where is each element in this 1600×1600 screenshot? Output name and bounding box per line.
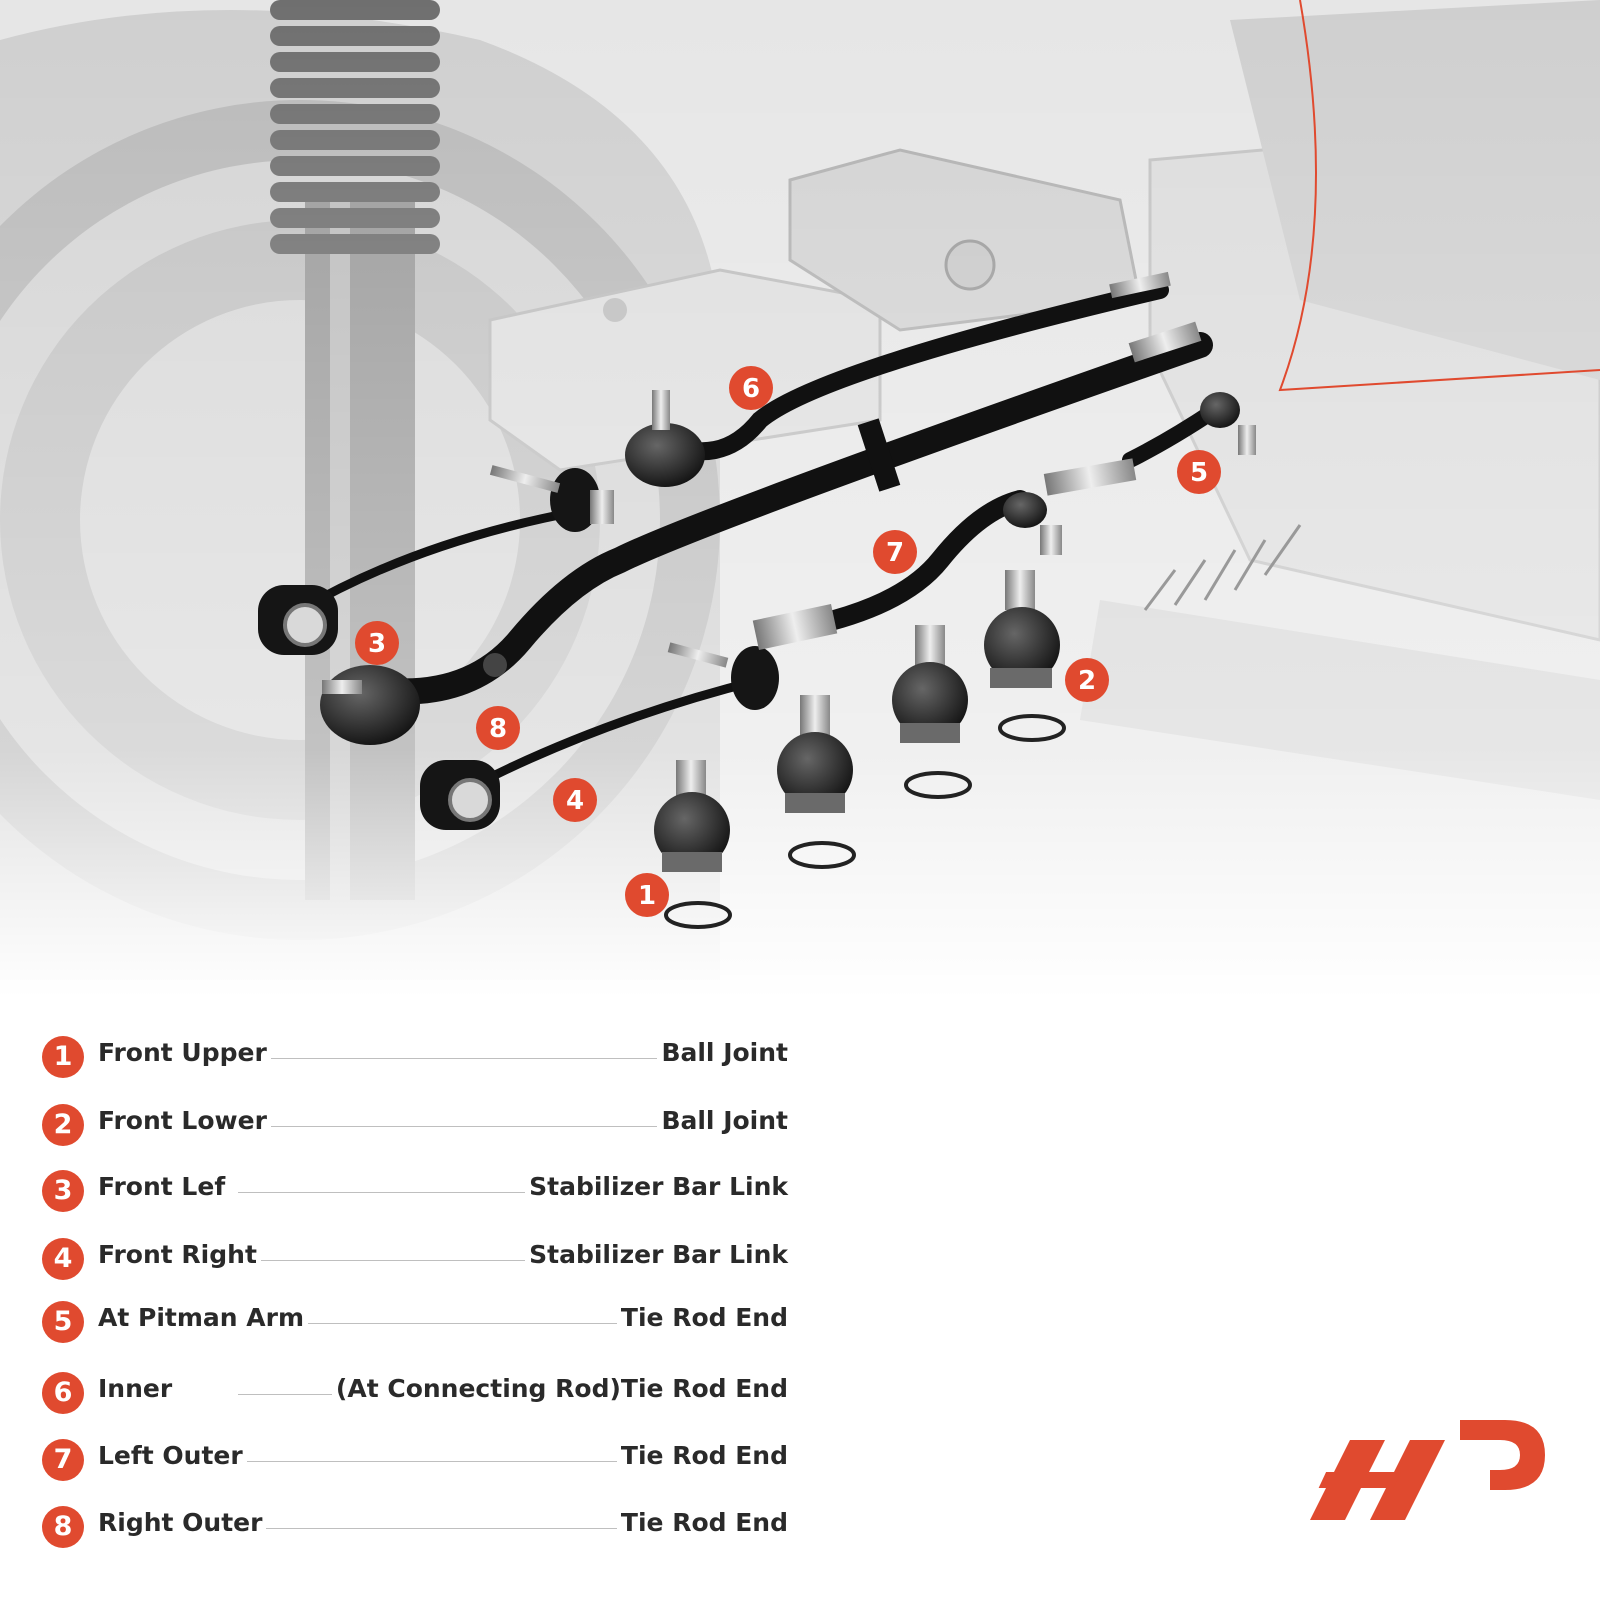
item-number-badge: 7 [42,1439,84,1481]
parts-illustration [258,271,1302,929]
callout-3-label: 3 [368,629,386,659]
part-position: Front Upper [98,1038,271,1067]
part-position: Left Outer [98,1441,247,1470]
callout-4: 4 [553,778,597,822]
callout-1: 1 [625,873,669,917]
item-number-badge: 3 [42,1170,84,1212]
part-type: Stabilizer Bar Link [525,1172,788,1201]
callout-7-label: 7 [886,538,904,568]
item-number-badge: 4 [42,1238,84,1280]
callout-1-label: 1 [638,881,656,911]
callout-2: 2 [1065,658,1109,702]
leader-line [238,1260,668,1261]
list-item: 1 Front Upper Ball Joint [38,1036,788,1080]
part-position: At Pitman Arm [98,1303,308,1332]
callout-8-label: 8 [489,714,507,744]
part-type: Tie Rod End [616,1508,788,1537]
leader-line [238,1528,668,1529]
list-item: 2 Front Lower Ball Joint [38,1104,788,1148]
ap-logo-icon [1310,1420,1545,1520]
part-type: Ball Joint [657,1106,788,1135]
callout-6-label: 6 [742,374,760,404]
callout-7: 7 [873,530,917,574]
list-item: 7 Left Outer Tie Rod End [38,1439,788,1483]
list-item: 3 Front Lef Stabilizer Bar Link [38,1170,788,1214]
item-number-badge: 5 [42,1301,84,1343]
leader-line [238,1126,668,1127]
item-number-badge: 2 [42,1104,84,1146]
callout-3: 3 [355,621,399,665]
callout-2-label: 2 [1078,666,1096,696]
item-number-badge: 1 [42,1036,84,1078]
accent-arc [1278,0,1600,392]
leader-line [238,1461,668,1462]
callout-5-label: 5 [1190,458,1208,488]
list-item: 6 Inner (At Connecting Rod)Tie Rod End [38,1372,788,1416]
callout-6: 6 [729,366,773,410]
leader-line [238,1323,668,1324]
part-position: Front Lower [98,1106,271,1135]
part-position: Right Outer [98,1508,267,1537]
part-type: Tie Rod End [616,1441,788,1470]
part-type: Ball Joint [657,1038,788,1067]
callout-5: 5 [1177,450,1221,494]
part-type: Tie Rod End [616,1303,788,1332]
part-position: Inner [98,1374,177,1403]
callout-4-label: 4 [566,786,584,816]
leader-line [238,1058,668,1059]
list-item: 5 At Pitman Arm Tie Rod End [38,1301,788,1345]
callout-8: 8 [476,706,520,750]
leader-line [238,1192,668,1193]
list-item: 4 Front Right Stabilizer Bar Link [38,1238,788,1282]
list-item: 8 Right Outer Tie Rod End [38,1506,788,1550]
part-position: Front Right [98,1240,261,1269]
item-number-badge: 6 [42,1372,84,1414]
part-position: Front Lef [98,1172,230,1201]
item-number-badge: 8 [42,1506,84,1548]
part-type: (At Connecting Rod)Tie Rod End [331,1374,788,1403]
part-type: Stabilizer Bar Link [525,1240,788,1269]
suspension-scene: 1 2 3 4 5 6 7 8 [0,0,1600,1000]
